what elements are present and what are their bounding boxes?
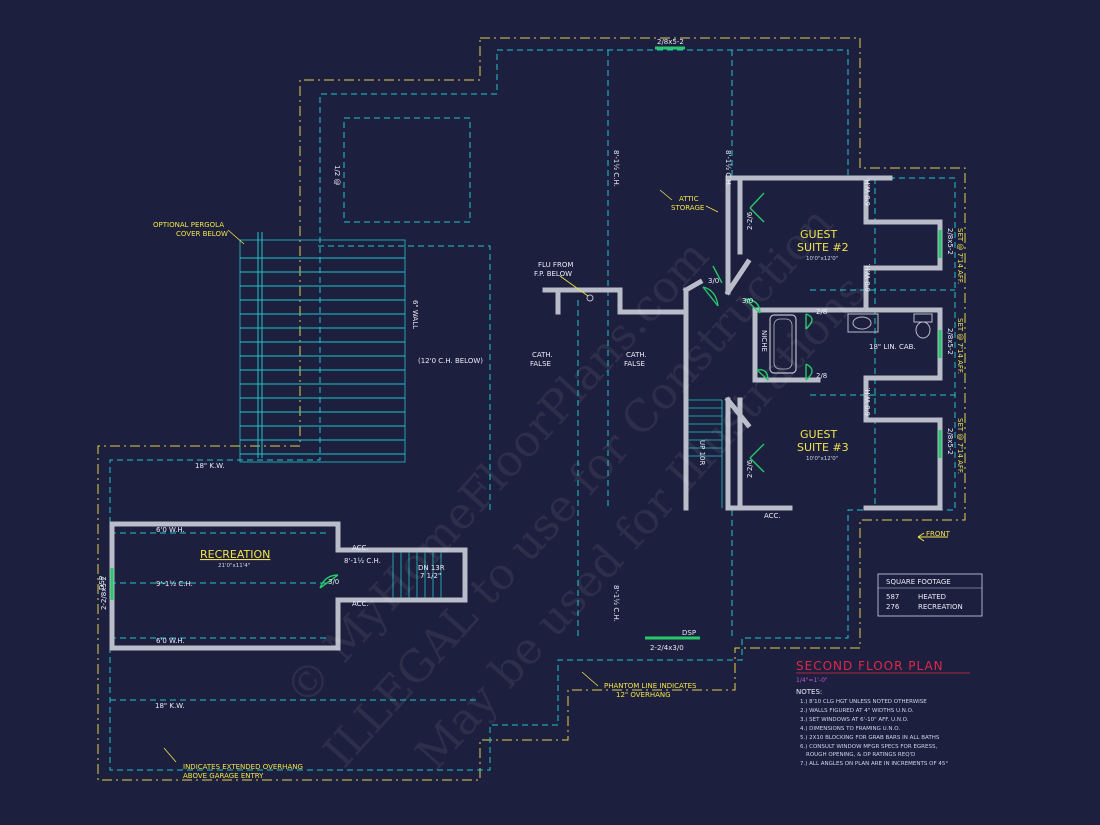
guest-suite-3-size: 10'0"x12'0" bbox=[806, 456, 838, 462]
access-label-2: ACC. bbox=[352, 600, 369, 608]
dsp-label-bottom: DSP bbox=[682, 629, 696, 637]
extended-overhang-note-2: ABOVE GARAGE ENTRY bbox=[183, 772, 264, 780]
stair-riser-label: 7 1/2" bbox=[420, 572, 441, 580]
flu-label-2: F.P. BELOW bbox=[534, 270, 572, 278]
room-labels: RECREATION 21'0"x11'4" GUEST SUITE #2 10… bbox=[200, 228, 849, 569]
note-7: 7.) ALL ANGLES ON PLAN ARE IN INCREMENTS… bbox=[800, 761, 948, 767]
door-size-c: 3/0 bbox=[328, 578, 339, 586]
cath-label-left: CATH. bbox=[532, 351, 553, 359]
annotations: OPTIONAL PERGOLA COVER BELOW ATTIC STORA… bbox=[98, 38, 964, 780]
door-size-g: 2-2/6 bbox=[746, 459, 754, 478]
window-size-g3: 2/8x5-2 bbox=[946, 428, 954, 455]
wall-height-g2b: 6'0 W.H. bbox=[864, 263, 872, 292]
door-size-f: 2-2/6 bbox=[746, 211, 754, 230]
pergola-note-1: OPTIONAL PERGOLA bbox=[153, 221, 224, 229]
door-size-a: 3/0 bbox=[708, 277, 719, 285]
pergola bbox=[239, 232, 406, 463]
sqft-value-heated: 587 bbox=[886, 593, 899, 601]
wall-6-label: 6" WALL bbox=[411, 300, 419, 329]
ceiling-height-c: 8'-1½ C.H. bbox=[612, 585, 620, 622]
sqft-title: SQUARE FOOTAGE bbox=[886, 578, 951, 586]
window-size-g2b: 2/8x5-2 bbox=[946, 328, 954, 355]
ceiling-height-a: 8'-1½ C.H. bbox=[612, 150, 620, 187]
wall-height-bottom: 6'0 W.H. bbox=[156, 637, 185, 645]
extended-overhang-note-1: INDICATES EXTENDED OVERHANG bbox=[183, 763, 303, 771]
stair-ceiling-height: 8'-1½ C.H. bbox=[344, 557, 381, 565]
sqft-value-recreation: 276 bbox=[886, 603, 900, 611]
sill-height-g3: SET @ 7'14 AFF. bbox=[956, 418, 964, 474]
window-size-bottom: 2-2/4x3/0 bbox=[650, 644, 684, 652]
windows bbox=[110, 46, 942, 640]
window-size-g2a: 2/8x5-2 bbox=[946, 228, 954, 255]
phantom-line-note-1: PHANTOM LINE INDICATES bbox=[604, 682, 697, 690]
attic-label-1: ATTIC bbox=[679, 195, 699, 203]
guest-suite-2-name: GUEST bbox=[800, 228, 838, 241]
wall-height-g2a: 6'0 W.H. bbox=[864, 177, 872, 206]
roof-lines bbox=[109, 49, 956, 771]
stair-up-label: UP 10R bbox=[698, 440, 706, 465]
ceiling-below-label: (12'0 C.H. BELOW) bbox=[418, 357, 483, 365]
note-3: 3.) SET WINDOWS AT 6'-10" AFF. U.N.O. bbox=[800, 717, 909, 723]
window-size-top: 2/8x5-2 bbox=[657, 38, 684, 46]
pergola-note-2: COVER BELOW bbox=[176, 230, 228, 238]
guest-suite-2-number: SUITE #2 bbox=[797, 241, 849, 254]
sill-height-g2a: SET @ 7'14 AFF. bbox=[956, 228, 964, 284]
linen-cabinet-label: 18" LIN. CAB. bbox=[869, 343, 916, 351]
sqft-label-recreation: RECREATION bbox=[918, 603, 963, 611]
rec-ceiling-height: 9'-1½ C.H. bbox=[156, 580, 193, 588]
guest-suite-3-name: GUEST bbox=[800, 428, 838, 441]
false-label-right: FALSE bbox=[624, 360, 645, 368]
recreation-room-size: 21'0"x11'4" bbox=[218, 563, 250, 569]
knee-wall-bottom: 18" K.W. bbox=[155, 702, 185, 710]
wall-height-g3: 6'0 W.H. bbox=[864, 387, 872, 416]
plan-scale: 1/4"=1'-0" bbox=[796, 677, 828, 684]
window-size-rec: 2-2/8x5-2 bbox=[100, 576, 108, 610]
door-size-e: 2/8 bbox=[816, 372, 827, 380]
notes-heading: NOTES: bbox=[796, 688, 822, 696]
note-6b: ROUGH OPENING, & DP RATINGS REQ'D bbox=[806, 752, 915, 758]
note-4: 4.) DIMENSIONS TO FRAMING U.N.O. bbox=[800, 726, 900, 732]
note-6: 6.) CONSULT WINDOW MFGR SPECS FOR EGRESS… bbox=[800, 744, 937, 750]
recreation-room-name: RECREATION bbox=[200, 548, 270, 561]
access-label-3: ACC. bbox=[764, 512, 781, 520]
stair-down-label: DN 13R bbox=[418, 564, 445, 572]
square-footage-table: SQUARE FOOTAGE 587 HEATED 276 RECREATION bbox=[877, 573, 983, 617]
front-label: FRONT bbox=[926, 530, 951, 538]
sill-height-g2b: SET @ 7'14 AFF. bbox=[956, 318, 964, 374]
doors bbox=[319, 192, 813, 589]
guest-suite-3-number: SUITE #3 bbox=[797, 441, 849, 454]
flu-label-1: FLU FROM bbox=[538, 261, 573, 269]
stairs bbox=[392, 399, 723, 598]
slope-label: 1/2 @ bbox=[333, 165, 341, 186]
knee-wall-top: 18" K.W. bbox=[195, 462, 225, 470]
access-label-1: ACC. bbox=[352, 544, 369, 552]
attic-label-2: STORAGE bbox=[671, 204, 704, 212]
door-size-d: 2/8 bbox=[816, 308, 827, 316]
plan-title-block: SECOND FLOOR PLAN 1/4"=1'-0" NOTES: 1.) … bbox=[796, 659, 970, 767]
bath-fixtures bbox=[586, 294, 933, 374]
wall-height-top: 6'0 W.H. bbox=[156, 526, 185, 534]
overhang-outline bbox=[97, 37, 966, 781]
niche-label: NICHE bbox=[760, 330, 768, 352]
ceiling-height-b: 8'-1½ C.H. bbox=[724, 150, 732, 187]
note-5: 5.) 2X10 BLOCKING FOR GRAB BARS IN ALL B… bbox=[800, 735, 940, 741]
leader-lines bbox=[163, 189, 948, 763]
door-size-b: 3/0 bbox=[742, 297, 753, 305]
cath-label-right: CATH. bbox=[626, 351, 647, 359]
plan-title: SECOND FLOOR PLAN bbox=[796, 659, 944, 673]
guest-suite-2-size: 10'0"x12'0" bbox=[806, 256, 838, 262]
note-1: 1.) 8'10 CLG HGT UNLESS NOTED OTHERWISE bbox=[800, 699, 927, 705]
false-label-left: FALSE bbox=[530, 360, 551, 368]
sqft-label-heated: HEATED bbox=[918, 593, 946, 601]
phantom-line-note-2: 12" OVERHANG bbox=[616, 691, 671, 699]
dsp-label-rec: DSP bbox=[98, 576, 106, 590]
note-2: 2.) WALLS FIGURED AT 4" WIDTHS U.N.O. bbox=[800, 708, 914, 714]
